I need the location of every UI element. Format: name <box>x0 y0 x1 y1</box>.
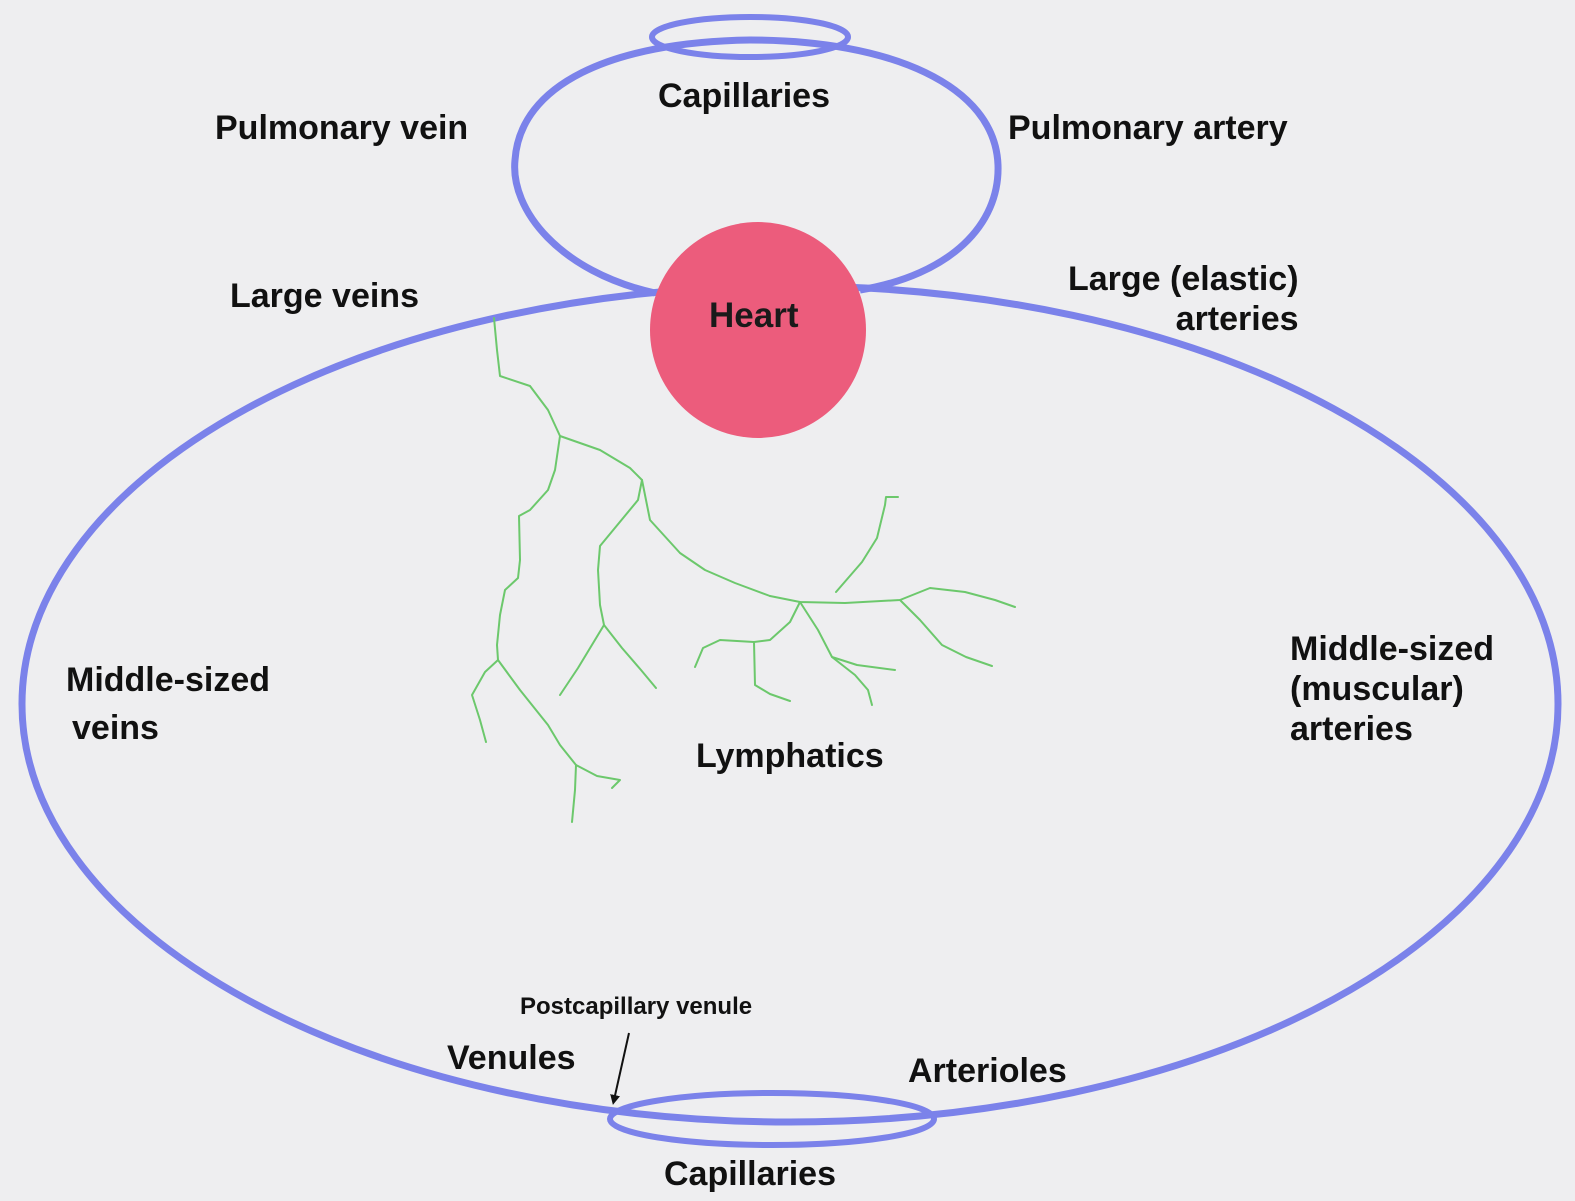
middle-arteries-line3: arteries <box>1290 709 1494 749</box>
middle-arteries-line1: Middle-sized <box>1290 629 1494 669</box>
large-elastic-arteries-line2: arteries <box>1068 299 1299 339</box>
venules-label: Venules <box>447 1038 576 1078</box>
lymph-branch <box>695 602 800 667</box>
lymph-branch <box>754 642 790 701</box>
lymph-branch <box>576 765 620 788</box>
capillaries-top-label: Capillaries <box>658 76 830 116</box>
capillaries-bottom-label: Capillaries <box>664 1154 836 1194</box>
lymph-branch <box>498 660 576 822</box>
lymph-branch <box>472 318 560 742</box>
middle-sized-veins-label: Middle-sized veins <box>66 656 270 752</box>
middle-veins-line2: veins <box>66 704 270 752</box>
lymph-branch <box>604 625 656 688</box>
lymph-branch <box>900 600 992 666</box>
large-veins-label: Large veins <box>230 276 419 316</box>
lymph-branch <box>770 588 1015 607</box>
lymph-branch <box>800 602 895 670</box>
lymph-branch <box>836 497 898 592</box>
postcapillary-venule-label: Postcapillary venule <box>520 993 752 1021</box>
pulmonary-artery-label: Pulmonary artery <box>1008 108 1288 148</box>
large-elastic-arteries-line1: Large (elastic) <box>1068 259 1299 299</box>
large-elastic-arteries-label: Large (elastic) arteries <box>1068 259 1299 339</box>
lymphatics-label: Lymphatics <box>696 736 884 776</box>
lymph-branch <box>560 480 642 695</box>
postcapillary-venule-arrow <box>614 1033 629 1100</box>
lymph-branch <box>560 436 770 596</box>
middle-veins-line1: Middle-sized <box>66 656 270 704</box>
pulmonary-vein-label: Pulmonary vein <box>215 108 468 148</box>
heart-label: Heart <box>709 296 798 336</box>
arterioles-label: Arterioles <box>908 1051 1067 1091</box>
middle-arteries-line2: (muscular) <box>1290 669 1494 709</box>
middle-sized-arteries-label: Middle-sized (muscular) arteries <box>1290 629 1494 749</box>
